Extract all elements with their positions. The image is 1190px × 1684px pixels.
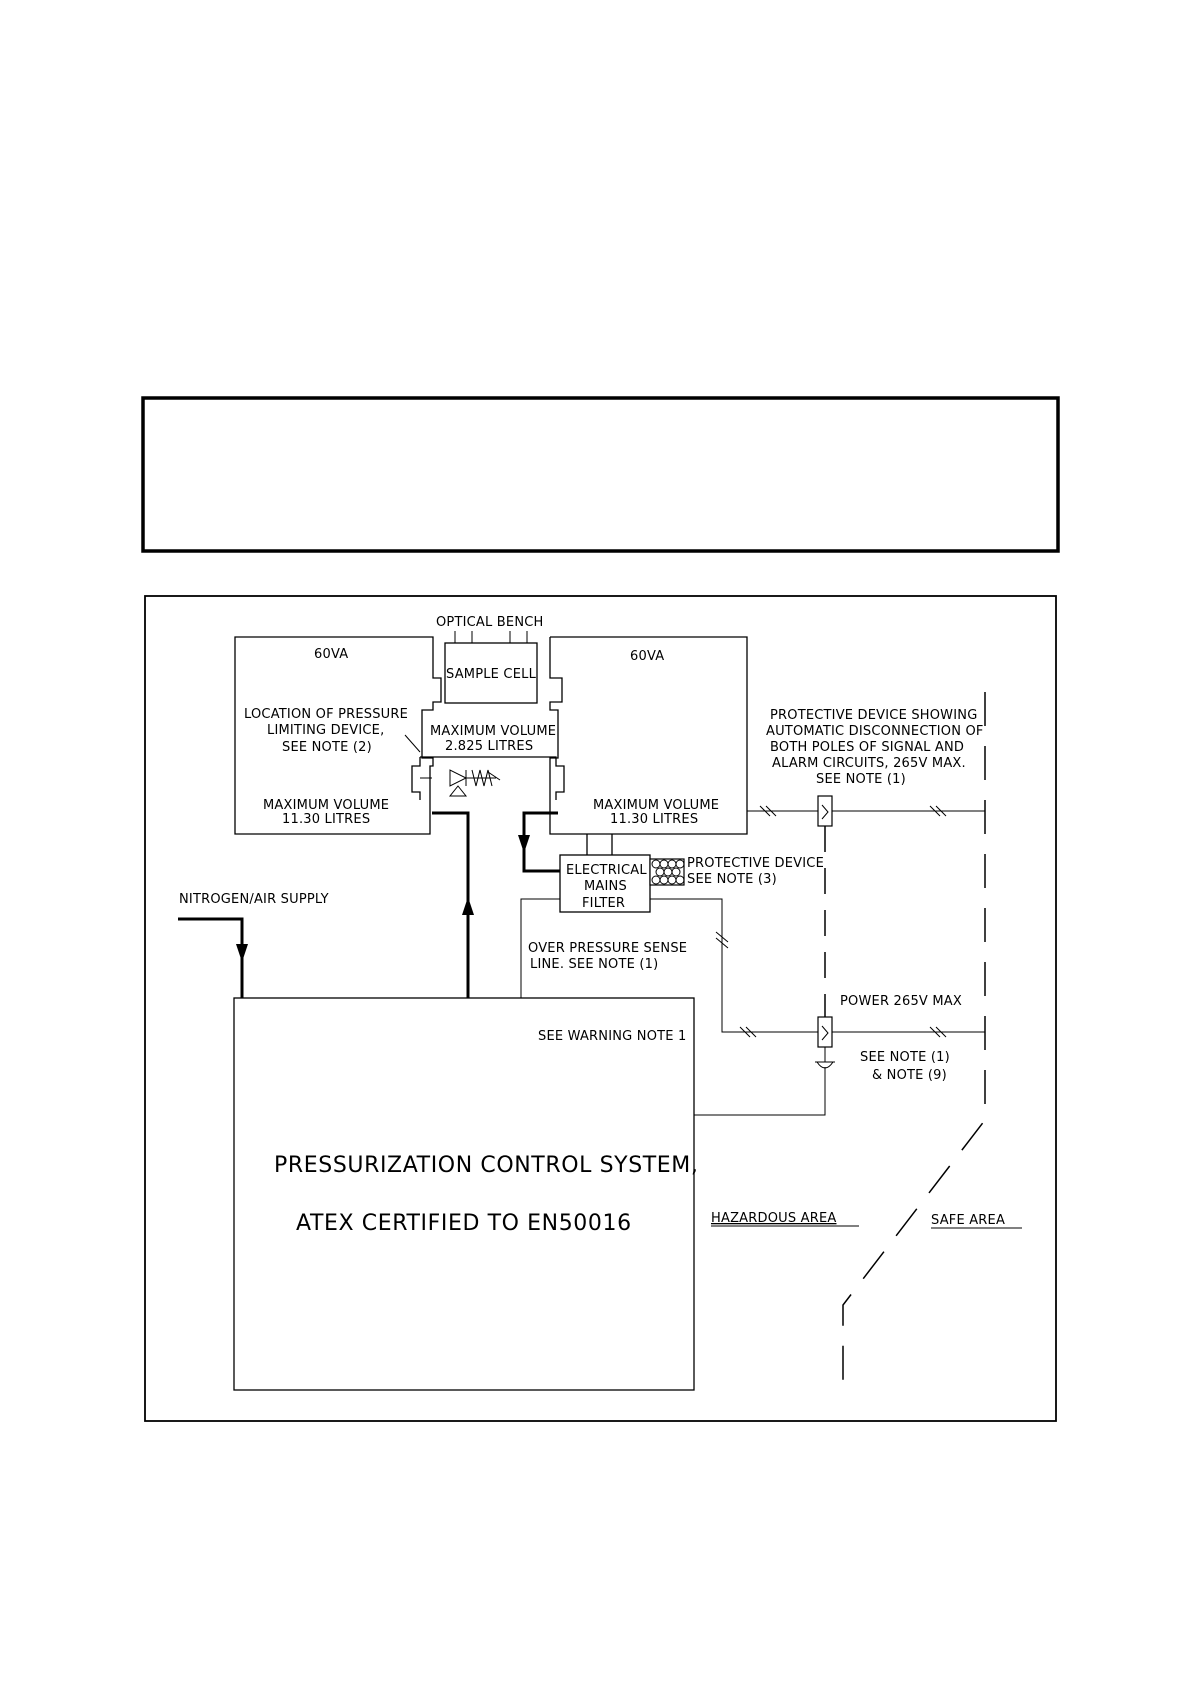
signal-protective-line5: SEE NOTE (1) xyxy=(816,772,906,787)
right-feed-pipe xyxy=(522,811,560,873)
right-va-label: 60VA xyxy=(630,649,664,664)
optical-bench-bracket-right xyxy=(509,631,528,644)
pcs-title-line2: ATEX CERTIFIED TO EN50016 xyxy=(296,1211,632,1236)
pressurization-control-system xyxy=(233,997,695,1391)
center-volume-line1: MAXIMUM VOLUME xyxy=(430,724,556,739)
area-boundary xyxy=(842,692,986,1390)
optical-bench-bracket-left xyxy=(454,631,473,644)
filter-protective-line2: SEE NOTE (3) xyxy=(687,872,777,887)
center-volume-line2: 2.825 LITRES xyxy=(445,739,533,754)
nitrogen-supply-pipe xyxy=(178,917,244,998)
electrical-mains-filter xyxy=(559,854,651,913)
signal-tick-a xyxy=(759,805,777,817)
sample-cell-label: SAMPLE CELL xyxy=(446,667,537,682)
center-chamber xyxy=(411,756,565,800)
over-pressure-line1: OVER PRESSURE SENSE xyxy=(528,941,687,956)
signal-protective-device-icon xyxy=(817,795,833,827)
hazardous-area-label: HAZARDOUS AREA xyxy=(711,1211,836,1226)
earth-connection xyxy=(815,1047,835,1069)
filter-protective-line1: PROTECTIVE DEVICE xyxy=(687,856,824,871)
power-line-tick xyxy=(739,1026,757,1038)
see-warning-label: SEE WARNING NOTE 1 xyxy=(538,1029,687,1044)
power-protective-device-icon xyxy=(817,1016,833,1048)
see-note-1-label: SEE NOTE (1) xyxy=(860,1050,950,1065)
over-pressure-line2: LINE. SEE NOTE (1) xyxy=(530,957,658,972)
over-pressure-sense-line xyxy=(520,898,560,998)
signal-protective-line3: BOTH POLES OF SIGNAL AND xyxy=(770,740,964,755)
safe-area-label: SAFE AREA xyxy=(931,1213,1005,1228)
location-line2: LIMITING DEVICE, xyxy=(267,723,384,738)
filter-label-line2: MAINS xyxy=(584,879,627,894)
pressure-limiting-device-icon xyxy=(420,769,501,797)
pcs-title-line1: PRESSURIZATION CONTROL SYSTEM, xyxy=(274,1153,698,1178)
filter-label-line1: ELECTRICAL xyxy=(566,863,647,878)
see-note-9-label: & NOTE (9) xyxy=(872,1068,947,1083)
filter-label-line3: FILTER xyxy=(582,896,625,911)
right-feed-arrow xyxy=(518,835,530,853)
power-tick-safe xyxy=(929,1026,947,1038)
filter-power-line xyxy=(650,898,822,1033)
right-volume-line2: 11.30 LITRES xyxy=(610,812,698,827)
optical-bench-label: OPTICAL BENCH xyxy=(436,615,544,630)
signal-protective-line1: PROTECTIVE DEVICE SHOWING xyxy=(770,708,977,723)
signal-protective-line4: ALARM CIRCUITS, 265V MAX. xyxy=(772,756,966,771)
nitrogen-arrow xyxy=(236,944,248,962)
earth-return-line xyxy=(694,1067,826,1116)
left-enclosure xyxy=(234,636,442,835)
signal-protective-line2: AUTOMATIC DISCONNECTION OF xyxy=(766,724,984,739)
location-leader xyxy=(404,734,421,753)
heading-box xyxy=(141,396,1060,553)
diagram-frame xyxy=(144,595,1057,1422)
location-line3: SEE NOTE (2) xyxy=(282,740,372,755)
left-riser-arrow xyxy=(462,897,474,915)
power-label: POWER 265V MAX xyxy=(840,994,962,1009)
right-enclosure xyxy=(549,636,748,835)
nitrogen-label: NITROGEN/AIR SUPPLY xyxy=(179,892,329,907)
filter-power-tick xyxy=(715,931,729,949)
location-line1: LOCATION OF PRESSURE xyxy=(244,707,408,722)
sample-cell xyxy=(444,642,538,704)
filter-protective-device-icon xyxy=(649,858,685,886)
left-riser-pipe xyxy=(432,811,470,998)
right-volume-line1: MAXIMUM VOLUME xyxy=(593,798,719,813)
left-volume-line1: MAXIMUM VOLUME xyxy=(263,798,389,813)
left-va-label: 60VA xyxy=(314,647,348,662)
signal-tick-b xyxy=(929,805,947,817)
left-volume-line2: 11.30 LITRES xyxy=(282,812,370,827)
